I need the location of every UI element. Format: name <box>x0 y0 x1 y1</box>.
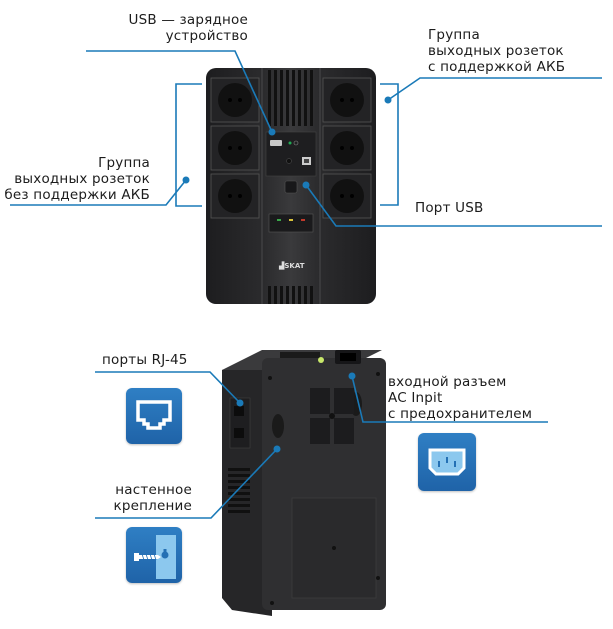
label-surge-outlets-line2: выходных розеток <box>14 171 150 187</box>
label-battery-outlets-line2: выходных розеток <box>428 43 564 59</box>
label-surge-outlets-line3: без поддержки АКБ <box>4 187 150 203</box>
dot-right-outlets <box>384 96 392 104</box>
label-usb-port-text: Порт USB <box>415 200 484 216</box>
screw-wall-mount-icon <box>126 527 182 583</box>
label-ac-input-line3: с предохранителем <box>388 406 533 422</box>
leader-right-outlets <box>387 77 602 101</box>
label-usb-port: Порт USB <box>415 200 483 216</box>
outlets-left <box>210 77 260 219</box>
ups-front-view: ▟SKAT <box>206 68 376 304</box>
label-usb-charger: USB — зарядное устройство <box>94 12 248 44</box>
iec-c14-inlet-icon <box>418 433 476 491</box>
label-rj45-text: порты RJ-45 <box>102 352 188 368</box>
label-surge-outlets: Группа выходных розеток без поддержки АК… <box>2 155 150 203</box>
label-wall-mount-line2: крепление <box>113 498 192 514</box>
label-ac-input-line1: входной разъем <box>388 374 507 390</box>
label-ac-input: входной разъем AC Inpit с предохранителе… <box>388 374 532 422</box>
ups-front-illustration: ▟SKAT <box>206 68 376 304</box>
ethernet-port-icon <box>126 388 182 444</box>
label-ac-input-line2: AC Inpit <box>388 390 443 406</box>
label-battery-outlets: Группа выходных розеток с поддержкой АКБ <box>428 27 565 75</box>
dot-left-outlets <box>182 176 190 184</box>
label-battery-outlets-line1: Группа <box>428 27 480 43</box>
label-battery-outlets-line3: с поддержкой АКБ <box>428 59 566 75</box>
outlets-right <box>322 77 372 219</box>
ups-rear-illustration <box>222 350 386 616</box>
label-wall-mount-line1: настенное <box>115 482 192 498</box>
label-rj45: порты RJ-45 <box>102 352 188 368</box>
label-usb-charger-line2: устройство <box>165 28 248 44</box>
label-surge-outlets-line1: Группа <box>98 155 150 171</box>
label-wall-mount: настенное крепление <box>100 482 192 514</box>
bracket-left-outlets <box>175 83 202 207</box>
bracket-right-outlets <box>380 83 399 206</box>
ups-rear-view <box>222 348 390 616</box>
label-usb-charger-line1: USB — зарядное <box>128 12 248 28</box>
brand-logo: ▟SKAT <box>279 261 305 270</box>
